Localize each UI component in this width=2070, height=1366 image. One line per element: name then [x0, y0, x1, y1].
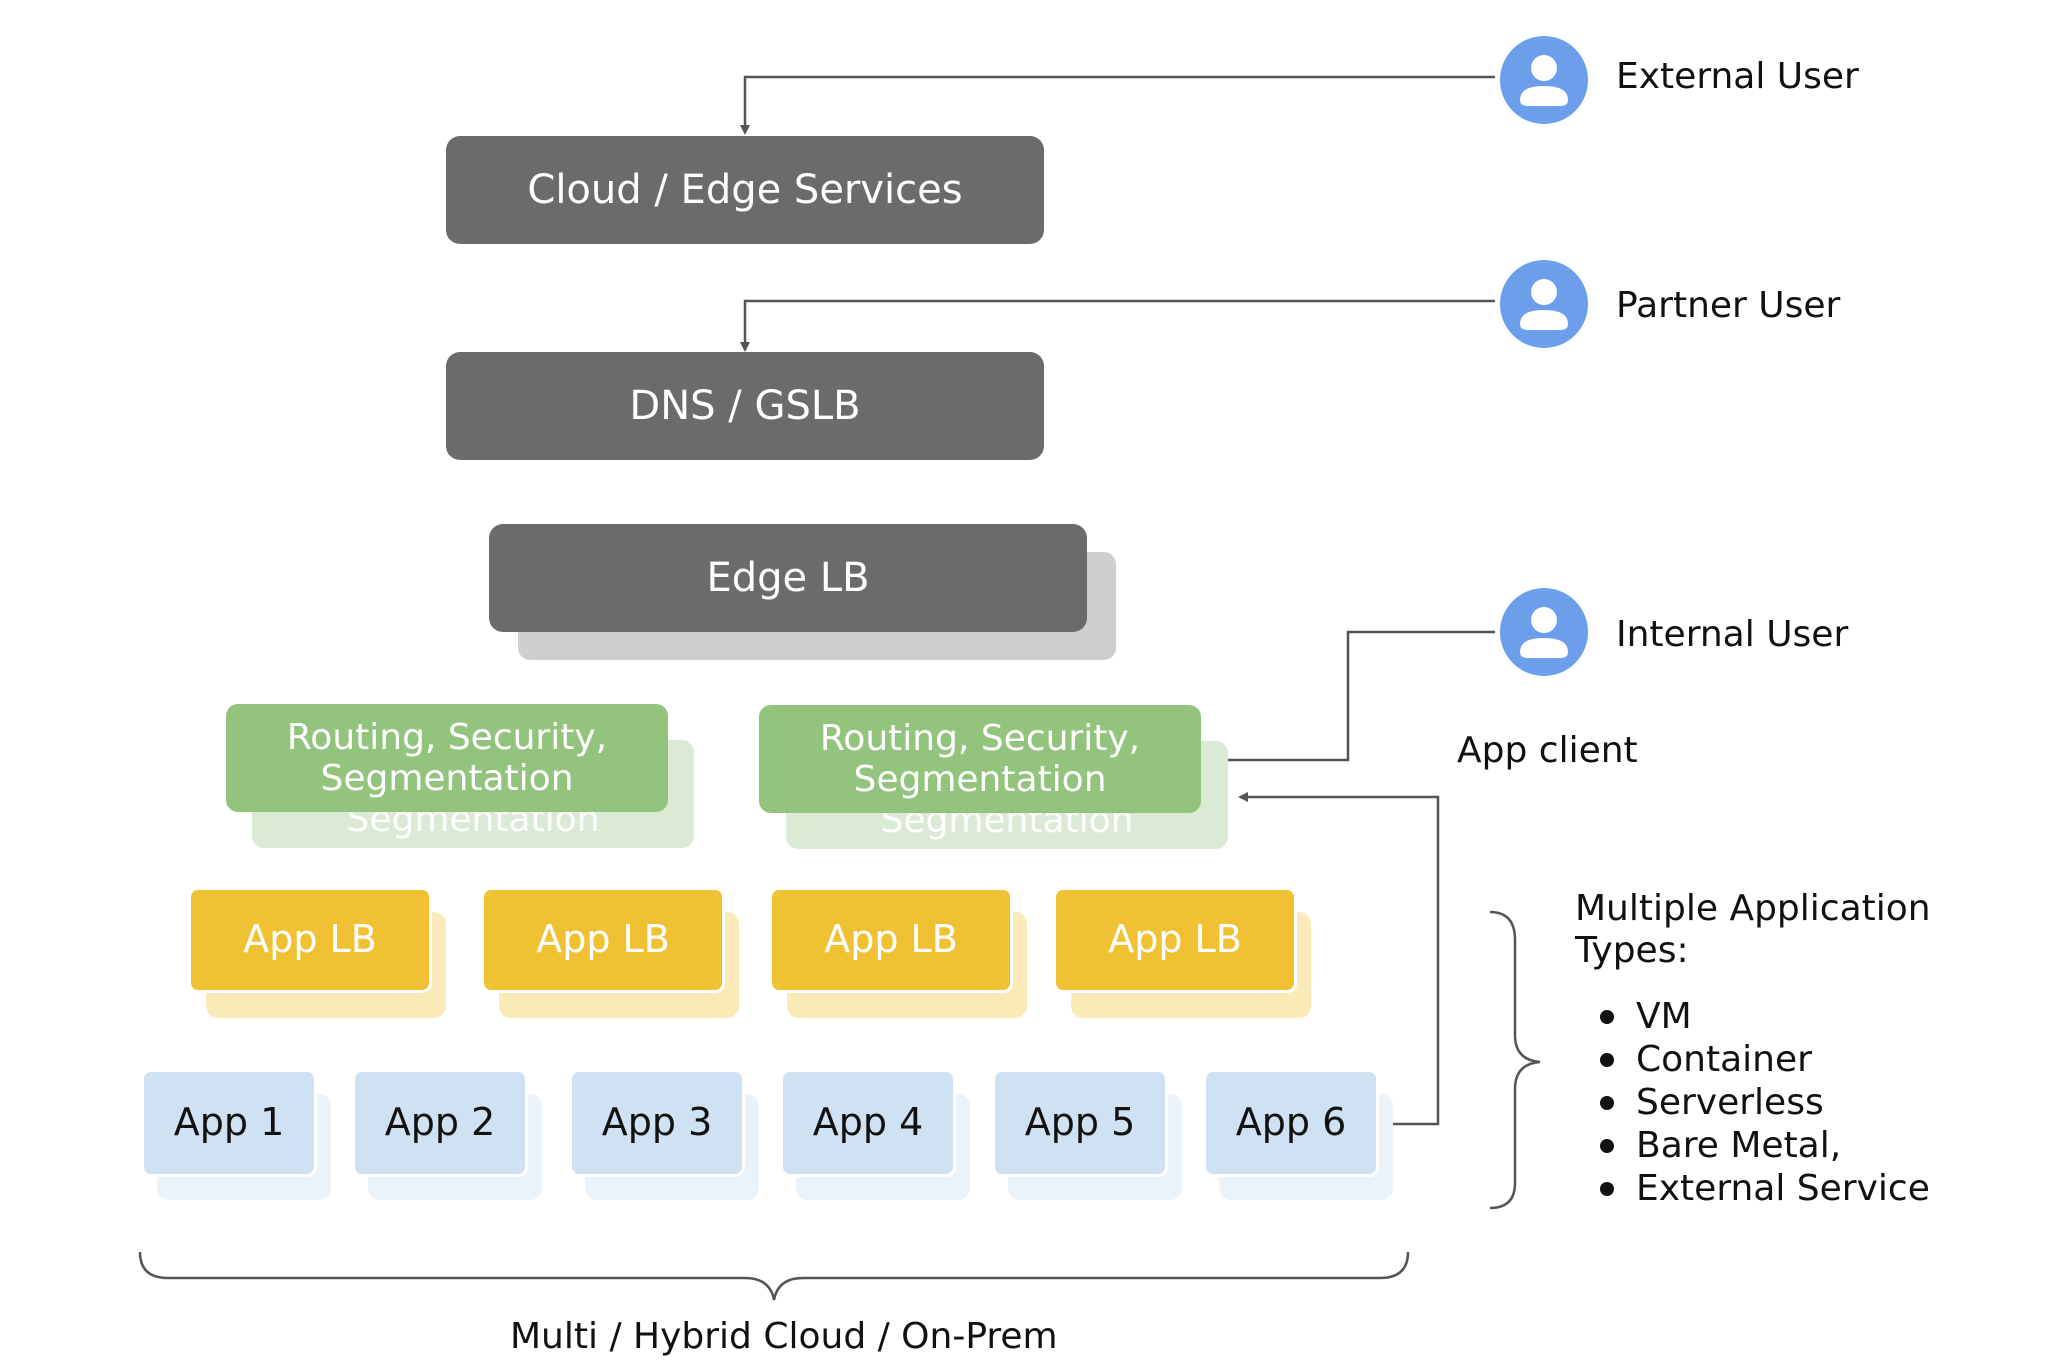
- app-type-label: VM: [1636, 996, 1692, 1037]
- app-type-item: VM: [1594, 995, 1930, 1038]
- app-label-1: App 1: [173, 1100, 285, 1145]
- cloud-edge-services-label: Cloud / Edge Services: [527, 167, 963, 213]
- dns-gslb-label: DNS / GSLB: [629, 383, 861, 429]
- app-box-6: App 6: [1203, 1069, 1379, 1177]
- app-label-3: App 3: [601, 1100, 713, 1145]
- app-lb-label-2: App LB: [536, 917, 670, 962]
- app-label-4: App 4: [812, 1100, 924, 1145]
- bullet-icon: [1600, 1052, 1614, 1067]
- edge-lb-label: Edge LB: [706, 555, 870, 601]
- bullet-icon: [1600, 1181, 1614, 1196]
- bullet-icon: [1600, 1095, 1614, 1110]
- app-box-1: App 1: [141, 1069, 317, 1177]
- app-type-item: Bare Metal,: [1594, 1124, 1930, 1167]
- routing-security-label-1: Routing, Security, Segmentation: [286, 716, 608, 799]
- app-client-label: App client: [1457, 730, 1638, 771]
- internal-user-label: Internal User: [1616, 614, 1849, 655]
- app-box-2: App 2: [352, 1069, 528, 1177]
- app-types-heading: Multiple Application Types:: [1575, 888, 1931, 972]
- app-box-4: App 4: [780, 1069, 956, 1177]
- routing-security-box-2: Routing, Security, Segmentation: [759, 705, 1201, 813]
- app-type-label: Bare Metal,: [1636, 1125, 1842, 1166]
- app-label-2: App 2: [384, 1100, 496, 1145]
- app-type-label: External Service: [1636, 1168, 1930, 1209]
- app-type-item: Serverless: [1594, 1081, 1930, 1124]
- cloud-edge-services-box: Cloud / Edge Services: [446, 136, 1044, 244]
- app-lb-label-3: App LB: [824, 917, 958, 962]
- app-type-item: Container: [1594, 1038, 1930, 1081]
- external-user-icon: [1500, 36, 1588, 124]
- app-box-3: App 3: [569, 1069, 745, 1177]
- internal-user-icon: [1500, 588, 1588, 676]
- cloud-brace: [138, 1251, 1410, 1301]
- footer-label: Multi / Hybrid Cloud / On-Prem: [510, 1316, 1058, 1357]
- edge-lb-box: Edge LB: [489, 524, 1087, 632]
- app-type-label: Container: [1636, 1039, 1812, 1080]
- app-lb-box-3: App LB: [769, 887, 1013, 993]
- app-label-6: App 6: [1235, 1100, 1347, 1145]
- routing-security-label-2: Routing, Security, Segmentation: [819, 717, 1141, 800]
- external-user-label: External User: [1616, 56, 1859, 97]
- partner-user-connector: [740, 299, 1495, 352]
- routing-security-box-1: Routing, Security, Segmentation: [226, 704, 668, 812]
- app6-connector: [1238, 792, 1440, 1126]
- app-box-5: App 5: [992, 1069, 1168, 1177]
- partner-user-label: Partner User: [1616, 285, 1841, 326]
- app-types-list: VM Container Serverless Bare Metal, Exte…: [1594, 995, 1930, 1210]
- external-user-connector: [740, 75, 1495, 135]
- app-type-item: External Service: [1594, 1167, 1930, 1210]
- app-type-label: Serverless: [1636, 1082, 1824, 1123]
- internal-user-connector: [1210, 630, 1495, 765]
- app-label-5: App 5: [1024, 1100, 1136, 1145]
- dns-gslb-box: DNS / GSLB: [446, 352, 1044, 460]
- app-types-brace: [1489, 910, 1541, 1210]
- bullet-icon: [1600, 1009, 1614, 1024]
- partner-user-icon: [1500, 260, 1588, 348]
- app-lb-label-4: App LB: [1108, 917, 1242, 962]
- app-lb-box-1: App LB: [188, 887, 432, 993]
- app-lb-box-2: App LB: [481, 887, 725, 993]
- app-lb-label-1: App LB: [243, 917, 377, 962]
- app-lb-box-4: App LB: [1053, 887, 1297, 993]
- bullet-icon: [1600, 1138, 1614, 1153]
